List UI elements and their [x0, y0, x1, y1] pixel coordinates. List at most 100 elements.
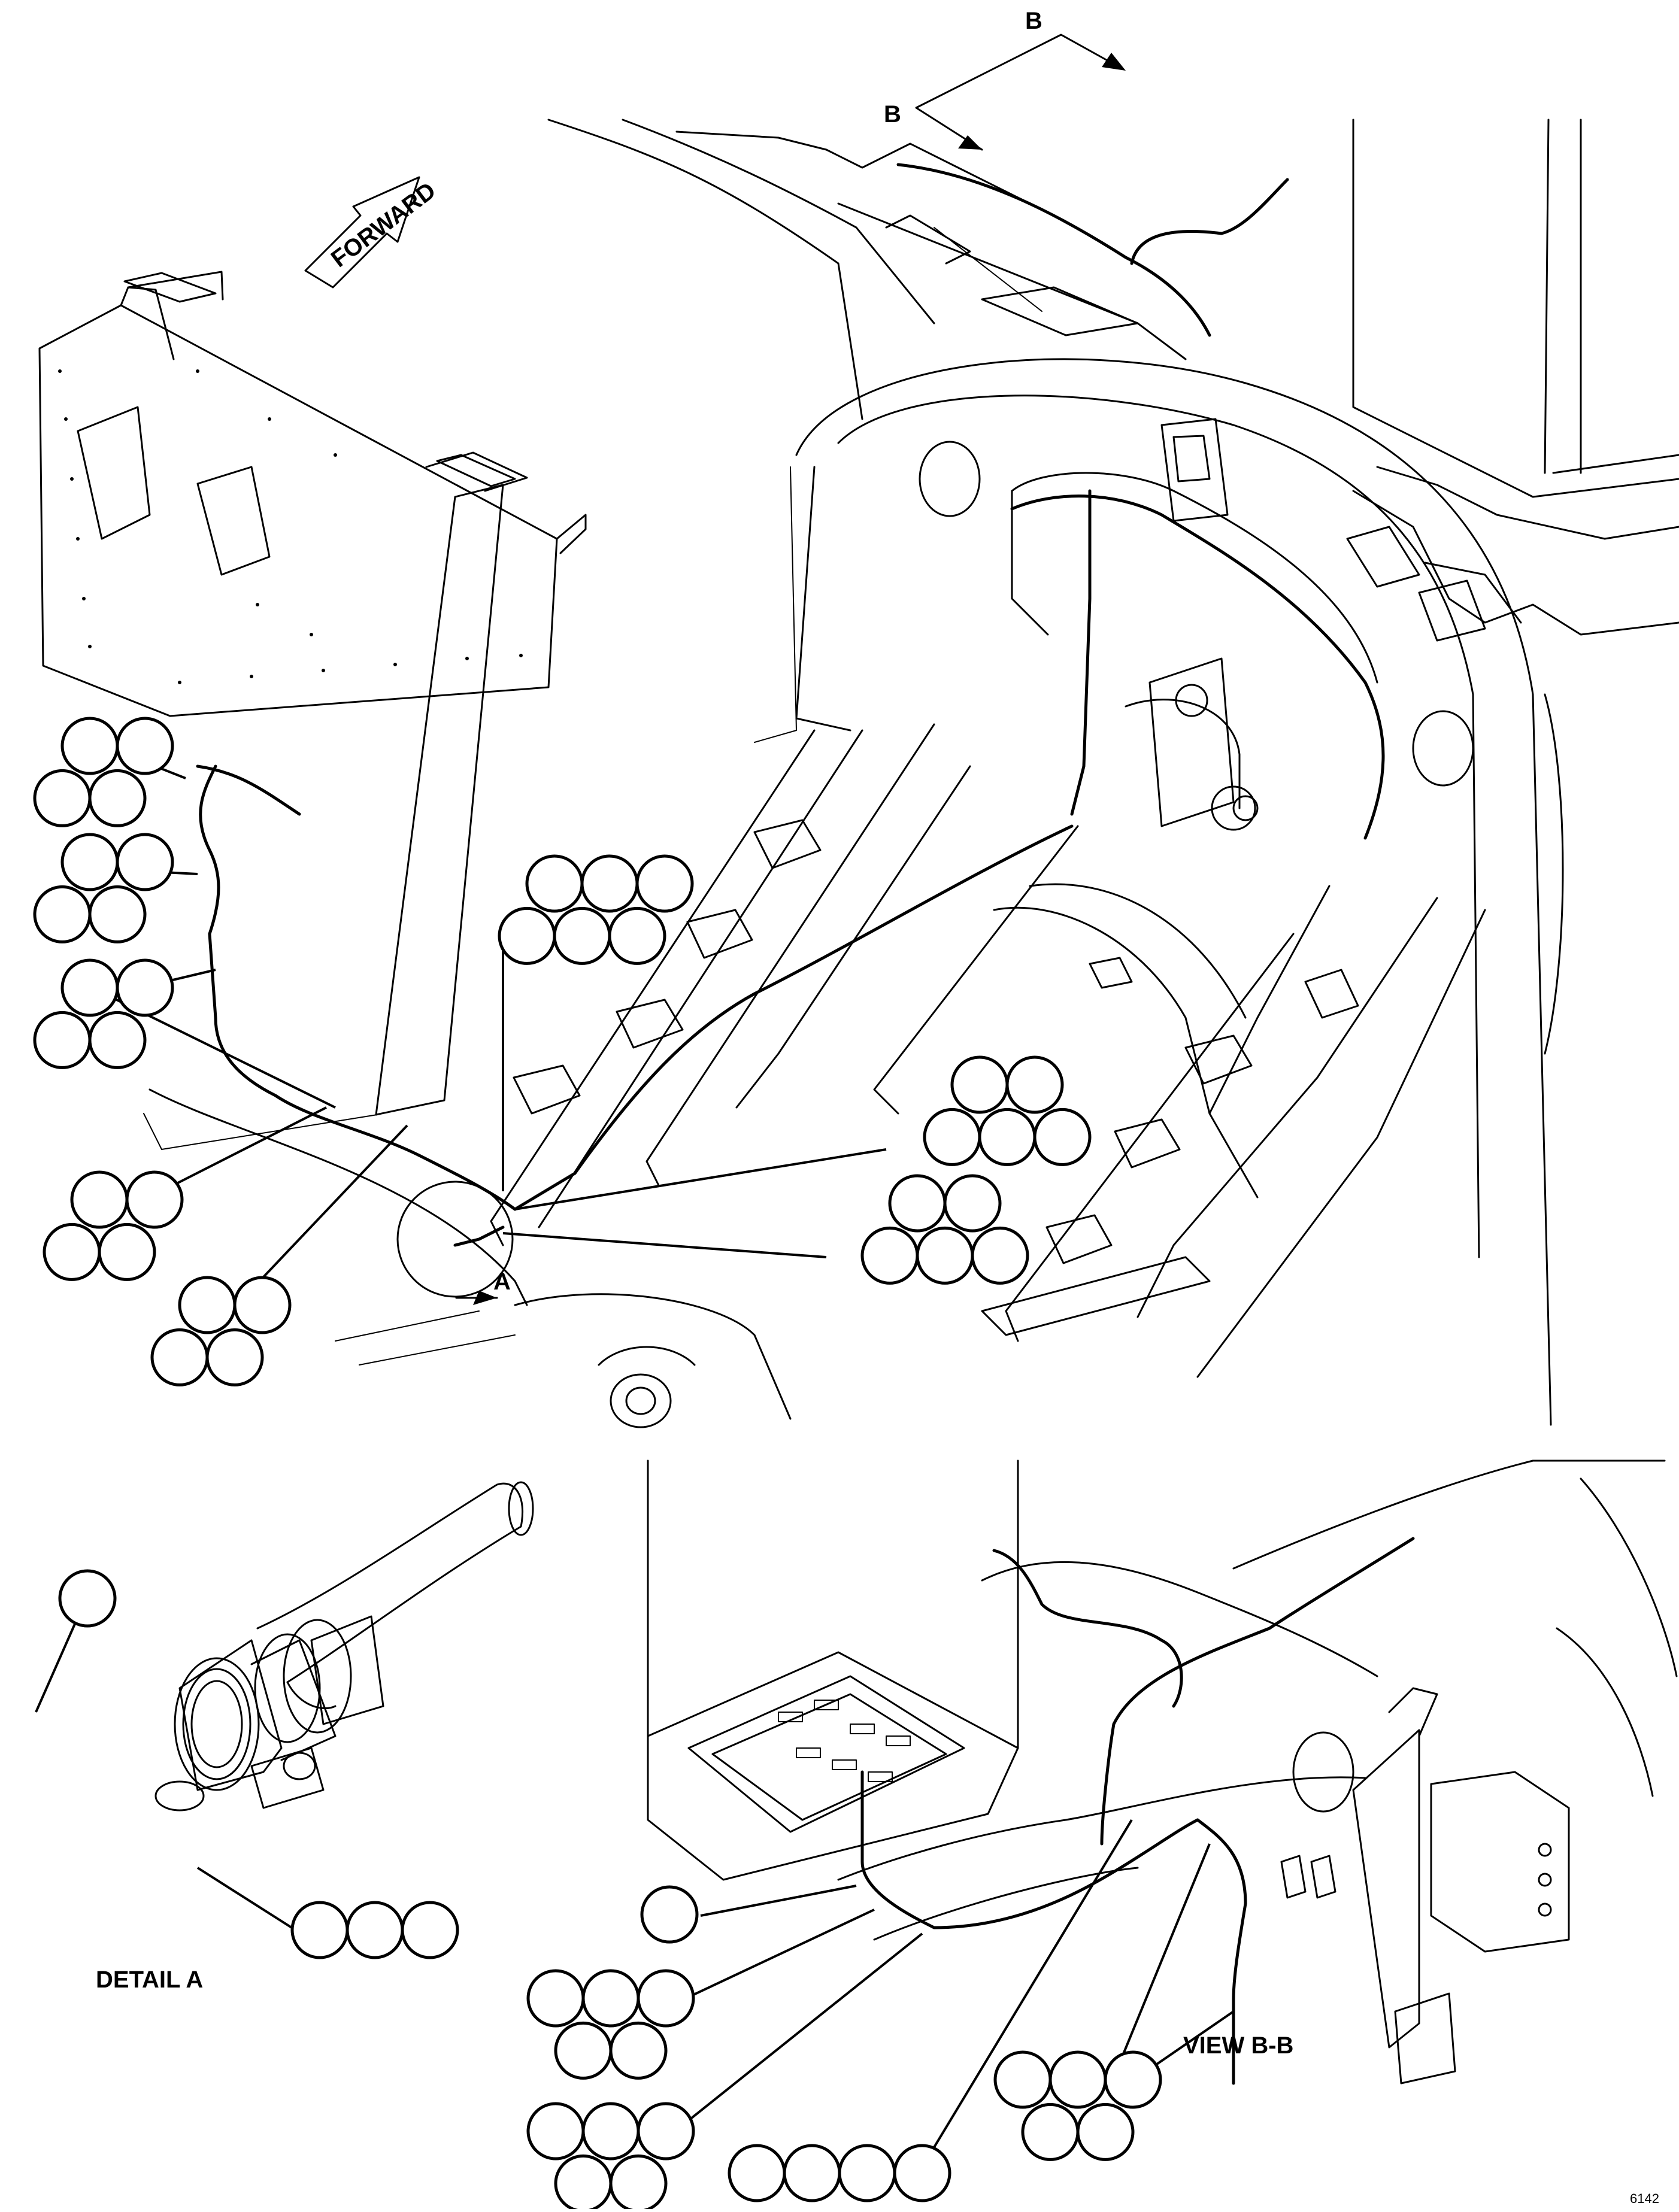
section-b-label-top: B [1025, 8, 1042, 34]
callout-balloon [116, 833, 174, 891]
callout-group-view-bb-group-1 [526, 1969, 695, 2080]
callout-balloon [33, 885, 92, 943]
callout-group-view-bb-group-3 [993, 2050, 1162, 2161]
callout-group-upper-right-1 [923, 1055, 1092, 1166]
callout-balloon [43, 1222, 101, 1281]
callout-balloon [526, 1969, 585, 2028]
callout-balloon [1104, 2050, 1162, 2109]
main-wire-harness [196, 163, 1385, 1247]
callout-balloon [971, 1226, 1029, 1285]
callout-balloon [860, 1226, 919, 1285]
callout-balloons [33, 717, 1162, 2212]
bulkhead-panel [38, 271, 587, 1150]
detail-a-view: DETAIL A [96, 1481, 534, 1993]
callout-balloon [88, 769, 147, 827]
panel-rivets [58, 369, 523, 684]
upper-frame-rails [547, 119, 1187, 420]
callout-balloon [125, 1170, 184, 1229]
callout-balloon [554, 2021, 613, 2080]
callout-balloon [728, 2144, 786, 2202]
callout-balloon [637, 1969, 695, 2028]
callout-group-upper-left-3 [33, 958, 174, 1069]
callout-balloon [526, 2102, 585, 2161]
callout-balloon [178, 1276, 237, 1334]
callout-group-lower-left-1 [43, 1170, 184, 1281]
callout-balloon [58, 1569, 117, 1628]
callout-balloon [498, 906, 556, 965]
callout-balloon [98, 1222, 156, 1281]
callout-balloon [60, 958, 119, 1017]
callout-group-view-bb-row-4 [728, 2144, 951, 2202]
callout-balloon [1076, 2102, 1135, 2161]
callout-balloon [554, 2154, 613, 2212]
callout-balloon [609, 2021, 668, 2080]
callout-balloon [401, 1901, 459, 1959]
detail-a-title: DETAIL A [96, 1967, 203, 1993]
callout-balloon [33, 769, 92, 827]
detail-a-marker: A [396, 1181, 514, 1305]
leader-lines [35, 759, 1235, 2168]
callout-balloon [838, 2144, 896, 2202]
callout-balloon [88, 885, 147, 943]
view-bb-harness [860, 1537, 1415, 2085]
callout-balloon [608, 906, 666, 965]
callout-group-detail-a-row [290, 1901, 459, 1959]
callout-balloon [1033, 1107, 1092, 1166]
section-b-label-left: B [884, 101, 901, 128]
callout-balloon [923, 1107, 981, 1166]
callout-balloon [916, 1226, 974, 1285]
callout-balloon [88, 1011, 147, 1069]
callout-balloon [783, 2144, 841, 2202]
frame-rails [490, 723, 1486, 1378]
rail-saddle-brackets [513, 819, 1359, 1336]
callout-balloon [1021, 2102, 1080, 2161]
callout-balloon [640, 1885, 699, 1944]
callout-balloon [116, 717, 174, 775]
callout-balloon [346, 1901, 404, 1959]
callout-balloon [205, 1328, 264, 1386]
frame-arch [754, 358, 1564, 1426]
callout-balloon [635, 854, 694, 913]
callout-balloon [553, 906, 611, 965]
callout-group-upper-right-2 [860, 1174, 1029, 1285]
callout-group-view-bb-group-2 [526, 2102, 695, 2212]
callout-balloon [60, 833, 119, 891]
callout-balloon [116, 958, 174, 1017]
callout-group-upper-left-1 [33, 717, 174, 827]
callout-balloon [950, 1055, 1009, 1114]
sheet-id: 6142 [1630, 2191, 1659, 2206]
callout-group-lower-left-2 [150, 1276, 292, 1386]
detail-a-marker-label: A [493, 1269, 511, 1295]
lower-hull [148, 1088, 792, 1428]
callout-group-view-bb-single [640, 1885, 699, 1944]
mounting-plate-slots [778, 1700, 911, 1782]
callout-balloon [581, 2102, 640, 2161]
callout-balloon [893, 2144, 951, 2202]
callout-balloon [993, 2050, 1052, 2109]
callout-balloon [943, 1174, 1002, 1233]
callout-balloon [609, 2154, 668, 2212]
view-bb-title: VIEW B-B [1183, 2032, 1293, 2059]
callout-balloon [150, 1328, 209, 1386]
section-b-cut-line: B B [884, 8, 1126, 151]
callout-balloon [290, 1901, 349, 1959]
view-bb: VIEW B-B 6142 [647, 1460, 1678, 2206]
callout-balloon [33, 1011, 92, 1069]
callout-balloon [978, 1107, 1037, 1166]
callout-balloon [580, 854, 639, 913]
callout-group-detail-a-single [58, 1569, 117, 1628]
callout-group-upper-left-2 [33, 833, 174, 943]
callout-balloon [233, 1276, 292, 1334]
callout-balloon [70, 1170, 129, 1229]
callout-balloon [888, 1174, 947, 1233]
forward-label: FORWARD [326, 177, 441, 272]
callout-group-upper-center [498, 854, 694, 965]
forward-arrow: FORWARD [304, 176, 441, 289]
callout-balloon [581, 1969, 640, 2028]
main-view: FORWARD B B [38, 8, 1679, 1428]
callout-balloon [1048, 2050, 1107, 2109]
callout-balloon [60, 717, 119, 775]
cabinet-box [1352, 119, 1679, 636]
